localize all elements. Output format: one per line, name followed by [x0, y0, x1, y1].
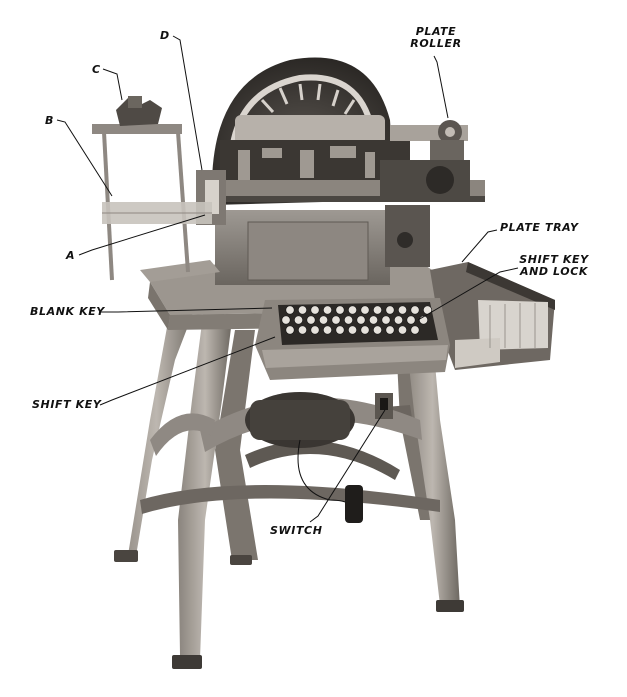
keyboard-key [331, 315, 341, 325]
label-c: C [92, 63, 101, 76]
keyboard-key [385, 305, 395, 315]
keyboard-key [410, 325, 420, 335]
keyboard-key [397, 305, 407, 315]
keyboard-key [372, 325, 382, 335]
keyboard-key [281, 315, 291, 325]
label-shift-key: SHIFT KEY [32, 398, 102, 411]
keyboard-key [335, 325, 345, 335]
keyboard-key [385, 325, 395, 335]
label-a: A [66, 249, 76, 262]
keyboard-key [356, 315, 366, 325]
leader-lines [56, 35, 519, 523]
plate-tray [430, 262, 555, 370]
keyboard-key [406, 315, 416, 325]
keyboard-key [381, 315, 391, 325]
label-shift-key-and-lock-line1: SHIFT KEY [519, 253, 589, 266]
stand [114, 300, 464, 669]
keyboard-key [397, 325, 407, 335]
keyboard-key [393, 315, 403, 325]
label-d: D [160, 29, 170, 42]
keyboard-key [297, 305, 307, 315]
label-shift-key-and-lock: SHIFT KEY AND LOCK [515, 254, 593, 278]
plate-guide-frame [92, 96, 212, 281]
label-plate-tray: PLATE TRAY [500, 221, 579, 234]
label-blank-key: BLANK KEY [30, 305, 105, 318]
keyboard-key [343, 315, 353, 325]
label-plate-roller-line1: PLATE [415, 25, 457, 38]
keyboard-key [347, 325, 357, 335]
machine-body [140, 57, 485, 285]
keyboard-key [335, 305, 345, 315]
keyboard-key [310, 325, 320, 335]
keyboard-key [360, 325, 370, 335]
keyboard-key [360, 305, 370, 315]
keyboard-key [285, 305, 295, 315]
keyboard-key [285, 325, 295, 335]
keyboard-key [322, 325, 332, 335]
keyboard-key [293, 315, 303, 325]
label-b: B [45, 114, 54, 127]
keyboard [255, 298, 450, 380]
keyboard-key [347, 305, 357, 315]
keyboard-key [368, 315, 378, 325]
label-plate-roller: PLATE ROLLER [410, 26, 462, 50]
label-shift-key-and-lock-line2: AND LOCK [519, 265, 589, 278]
keyboard-key [318, 315, 328, 325]
keyboard-key [310, 305, 320, 315]
label-switch: SWITCH [270, 524, 323, 537]
keyboard-key [306, 315, 316, 325]
keyboard-keys [281, 305, 432, 335]
keyboard-key [322, 305, 332, 315]
label-plate-roller-line2: ROLLER [410, 37, 462, 50]
keyboard-key [410, 305, 420, 315]
keyboard-key [372, 305, 382, 315]
keyboard-key [297, 325, 307, 335]
